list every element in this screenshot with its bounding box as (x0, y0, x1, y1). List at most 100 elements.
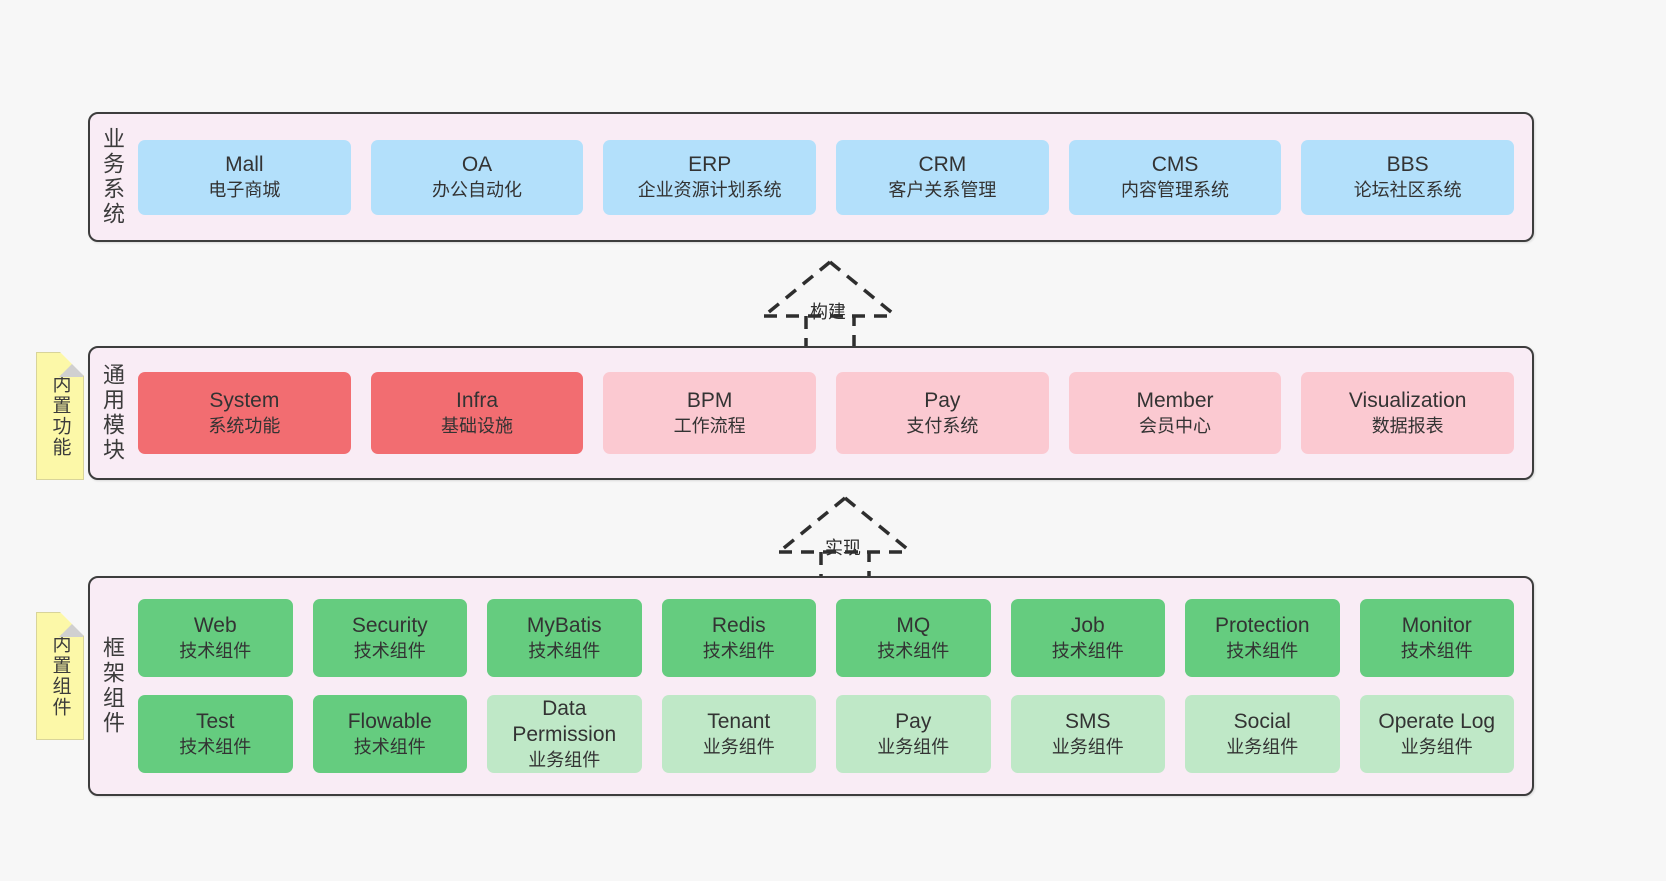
card-subtitle: 技术组件 (528, 640, 601, 661)
card-subtitle: 技术组件 (179, 640, 252, 661)
card-title: Flowable (347, 710, 432, 734)
card-subtitle: 业务组件 (702, 736, 775, 757)
card-title: System (209, 389, 280, 413)
card-title: Protection (1214, 614, 1310, 638)
connector-build-label: 构建 (810, 302, 846, 322)
note-builtin-components-label: 内置组件 (49, 634, 71, 718)
card-title: ERP (688, 153, 732, 177)
section-label-business-systems: 业务系统 (100, 127, 125, 227)
card-subtitle: 论坛社区系统 (1353, 179, 1462, 200)
card-subtitle: 工作流程 (673, 415, 746, 436)
card-subtitle: 技术组件 (1400, 640, 1473, 661)
card-subtitle: 业务组件 (1226, 736, 1299, 757)
card-subtitle: 企业资源计划系统 (637, 179, 782, 200)
card-subtitle: 业务组件 (1400, 736, 1473, 757)
card-subtitle: 技术组件 (877, 640, 950, 661)
card-subtitle: 技术组件 (353, 640, 426, 661)
card-title: BPM (686, 389, 733, 413)
card-title: Pay (924, 389, 961, 413)
card-title: Tenant (707, 710, 771, 734)
card-title: Data Permission (512, 696, 617, 747)
card-title: SMS (1064, 710, 1111, 734)
card-subtitle: 技术组件 (1051, 640, 1124, 661)
card-title: Social (1233, 710, 1291, 734)
card-title: BBS (1386, 153, 1429, 177)
card-subtitle: 客户关系管理 (888, 179, 997, 200)
card-title: CMS (1151, 153, 1199, 177)
card-title: Member (1136, 389, 1214, 413)
note-builtin-features-label: 内置功能 (49, 374, 71, 458)
card-subtitle: 会员中心 (1139, 415, 1212, 436)
card-subtitle: 基础设施 (441, 415, 513, 436)
card-title: Visualization (1348, 389, 1467, 413)
card-title: Monitor (1401, 614, 1472, 638)
card-title: Test (195, 710, 235, 734)
card-title: Mall (225, 153, 264, 177)
card-subtitle: 技术组件 (179, 736, 252, 757)
card-subtitle: 支付系统 (906, 415, 979, 436)
card-subtitle: 电子商城 (208, 179, 281, 200)
card-title: Infra (455, 389, 499, 413)
card-title: Security (351, 614, 428, 638)
card-title: MyBatis (526, 614, 602, 638)
card-title: Redis (711, 614, 766, 638)
connector-implement-arrow: 实现 (775, 494, 915, 590)
card-subtitle: 技术组件 (702, 640, 775, 661)
card-subtitle: 数据报表 (1371, 415, 1444, 436)
card-title: CRM (918, 153, 967, 177)
card-subtitle: 技术组件 (353, 736, 426, 757)
section-label-common-modules: 通用模块 (100, 363, 125, 463)
card-subtitle: 办公自动化 (432, 179, 522, 200)
connector-build-arrow: 构建 (760, 258, 900, 354)
card-title: OA (461, 153, 493, 177)
card-title: Pay (895, 710, 932, 734)
card-subtitle: 业务组件 (877, 736, 950, 757)
card-subtitle: 系统功能 (208, 415, 281, 436)
card-title: Web (193, 614, 237, 638)
card-title: Job (1070, 614, 1105, 638)
card-title: Operate Log (1378, 710, 1496, 734)
note-builtin-features: 内置功能 (36, 352, 84, 480)
connector-implement-label: 实现 (825, 538, 861, 558)
card-title: MQ (896, 614, 931, 638)
